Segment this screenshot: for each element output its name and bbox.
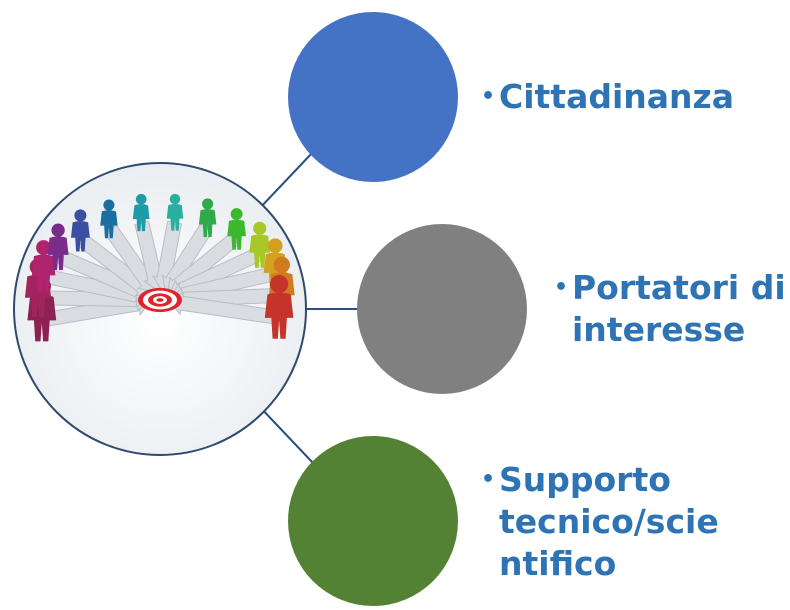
label-portatori-di-interesse: • Portatori di interesse <box>554 267 786 351</box>
hub-border <box>13 162 307 456</box>
label-line: Supporto <box>499 460 671 499</box>
circle-cittadinanza <box>288 12 458 182</box>
person-figure-icon <box>249 221 271 268</box>
bullet-icon: • <box>481 467 496 492</box>
connector-line-cittadinanza <box>257 151 314 211</box>
person-figure-icon <box>100 199 118 239</box>
person-figure-icon <box>31 240 56 293</box>
person-figure-icon <box>198 198 217 238</box>
label-line: ntifico <box>499 544 617 583</box>
person-figure-icon <box>166 193 184 231</box>
label-supporto-tecnico-scientifico: • Supporto tecnico/scie ntifico <box>481 459 719 585</box>
person-figure-icon <box>227 208 246 250</box>
connector-line-supporto <box>257 404 314 464</box>
bullet-icon: • <box>481 84 496 109</box>
target-icon <box>138 287 182 313</box>
person-figure-icon <box>132 193 150 232</box>
label-cittadinanza: • Cittadinanza <box>481 76 735 118</box>
stakeholders-hub-image <box>13 162 307 456</box>
person-figure-icon <box>70 209 90 252</box>
label-line: Cittadinanza <box>499 77 735 116</box>
circle-portatori <box>357 224 527 394</box>
label-line: tecnico/scie <box>499 502 719 541</box>
bullet-icon: • <box>554 275 569 300</box>
person-figure-icon <box>264 275 294 339</box>
label-line: interesse <box>572 310 746 349</box>
person-figure-icon <box>47 223 69 271</box>
circle-supporto <box>288 436 458 606</box>
label-line: Portatori di <box>572 268 786 307</box>
